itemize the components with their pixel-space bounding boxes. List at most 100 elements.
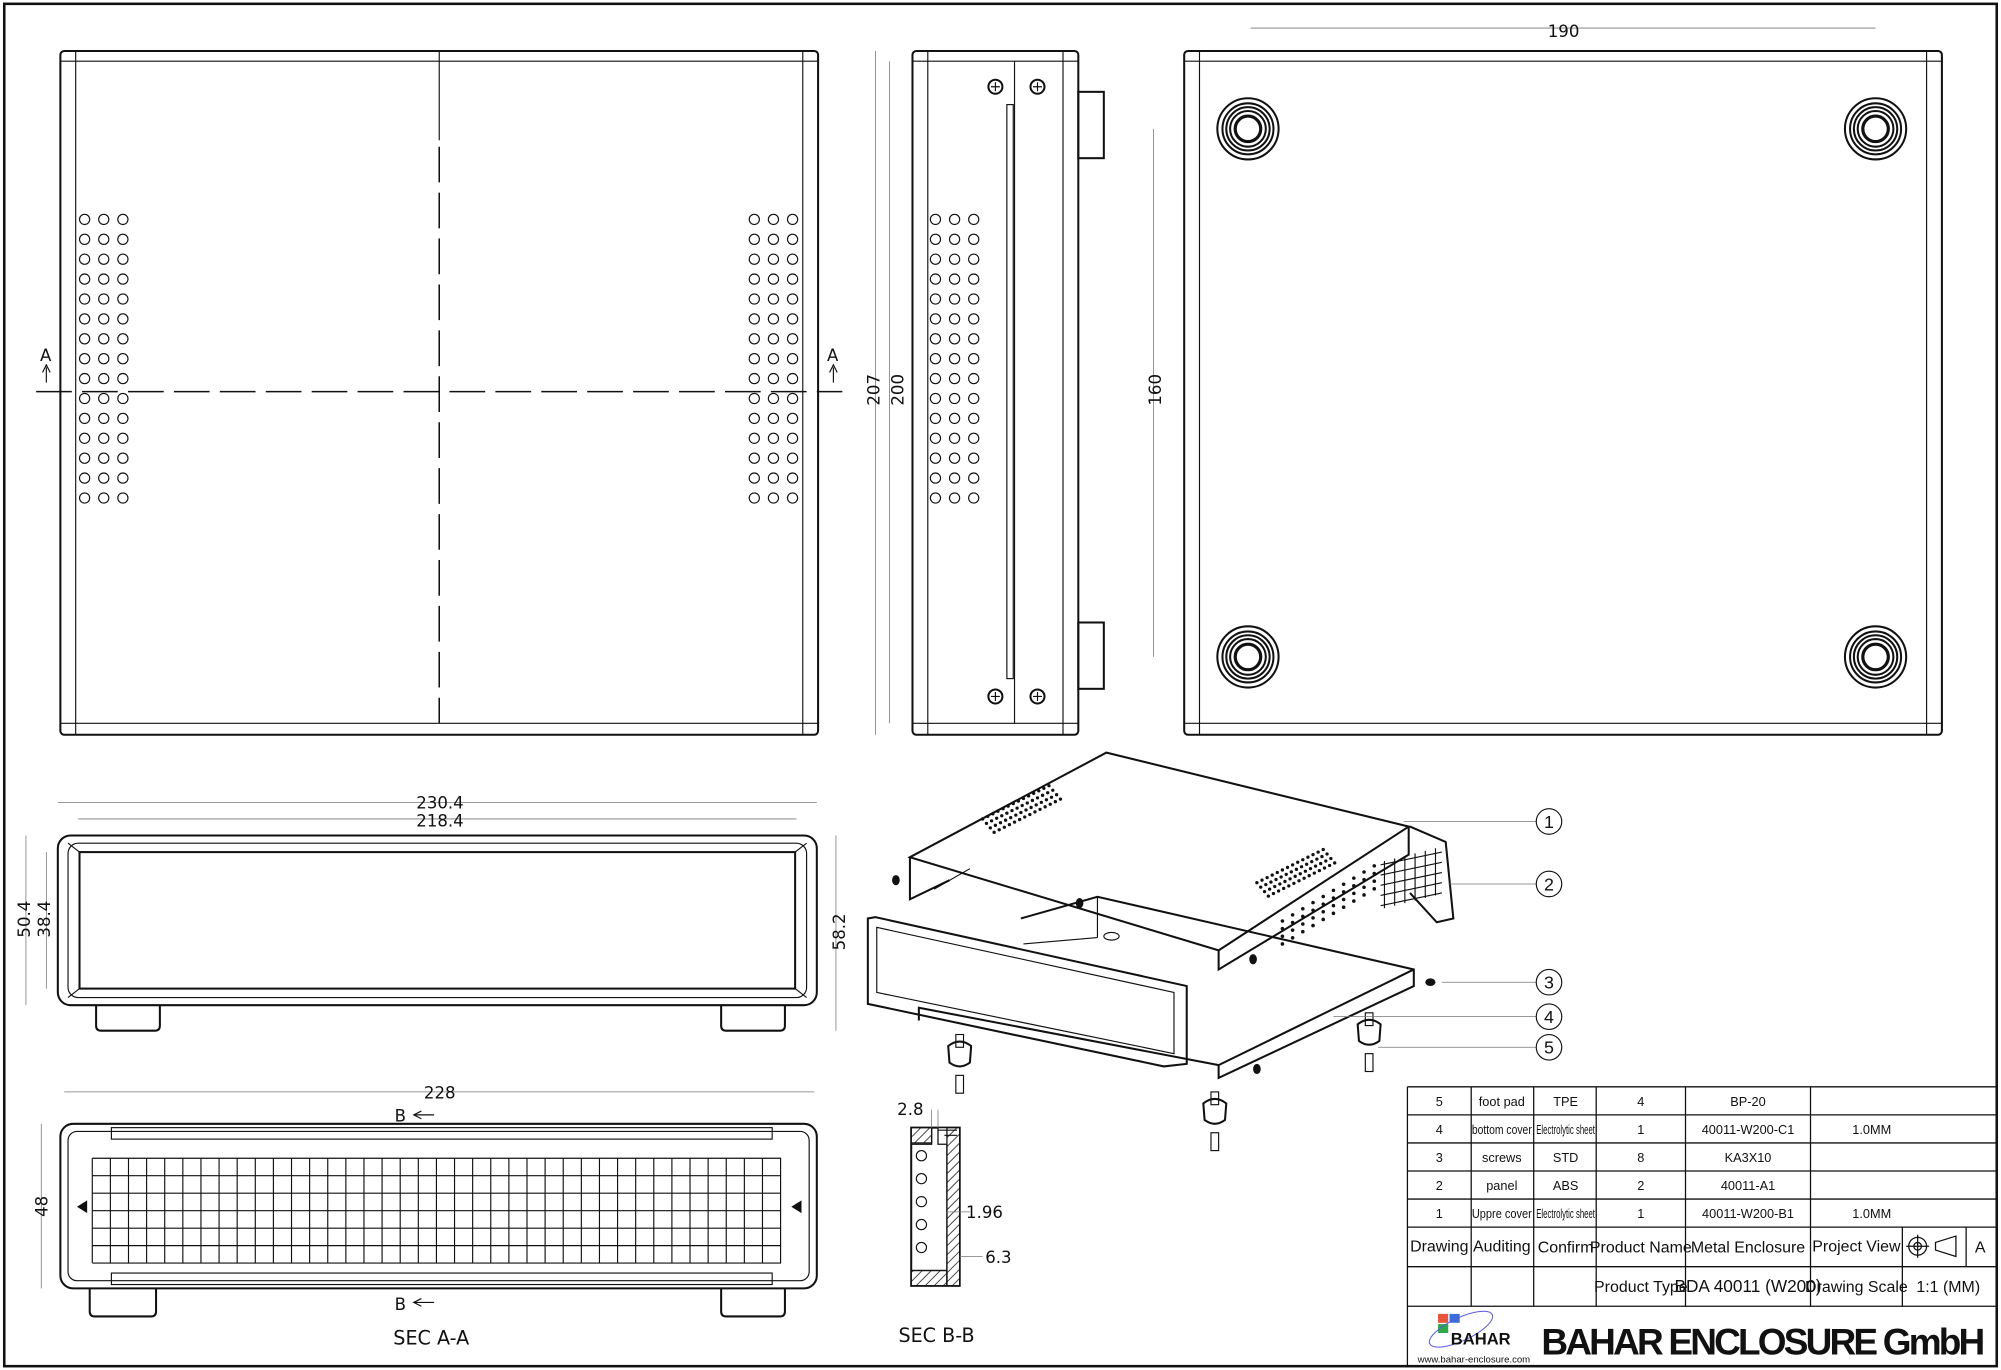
vent-hole [968, 472, 980, 484]
vent-hole [929, 313, 942, 325]
dim-bb-gap: 1.96 [966, 1203, 1003, 1222]
foot-pad [1216, 97, 1280, 161]
foot-pad [1225, 106, 1271, 152]
screw-icon [1364, 1053, 1374, 1073]
vent-hole [929, 452, 942, 464]
confirm-label: Confirm [1538, 1240, 1594, 1257]
vent-hole [748, 233, 760, 245]
vent-hole [968, 452, 980, 464]
vent-hole [767, 472, 780, 484]
section-marker-a-right: A [827, 346, 839, 365]
balloon-number: 5 [1544, 1038, 1554, 1058]
vent-hole [948, 452, 961, 464]
clip-icon [76, 1200, 88, 1214]
vent-hole [117, 213, 129, 226]
vent-hole [948, 472, 961, 484]
parts-cell-qty: 2 [1637, 1178, 1644, 1193]
vent-hole [748, 333, 760, 345]
vent-hole [786, 372, 799, 385]
balloon-number: 1 [1544, 812, 1554, 832]
dim-feet-width: 190 [1548, 22, 1580, 41]
vent-hole [767, 392, 780, 405]
vent-hole [748, 432, 760, 444]
parts-cell-code: 40011-W200-B1 [1702, 1206, 1794, 1221]
screw-icon [1029, 688, 1046, 705]
foot-pad-icon [1202, 1097, 1228, 1125]
auditing-label: Auditing [1473, 1238, 1531, 1255]
section-marker-b-bottom: B [395, 1295, 406, 1314]
vent-hole [968, 293, 980, 305]
parts-cell-name: foot pad [1479, 1094, 1525, 1109]
vent-hole [98, 333, 110, 345]
vent-hole [748, 412, 760, 425]
parts-cell-material: Electrolytic sheet [1536, 1122, 1595, 1137]
vent-hole [98, 253, 110, 265]
parts-cell-code: BP-20 [1730, 1094, 1765, 1109]
vent-hole [748, 273, 760, 285]
vent-hole [748, 472, 760, 484]
vent-hole [78, 432, 91, 444]
vent-hole [117, 293, 129, 305]
parts-cell-name: screws [1482, 1150, 1522, 1165]
foot-pad [1849, 630, 1903, 684]
balloon [1535, 870, 1563, 898]
product-name-value: Metal Enclosure [1691, 1240, 1805, 1257]
section-aa-label: SEC A-A [393, 1326, 469, 1349]
drawing-scale-value: 1:1 (MM) [1916, 1279, 1980, 1296]
screw-icon [955, 1074, 965, 1094]
vent-hole [98, 432, 110, 444]
vent-hole [929, 233, 942, 245]
company-logo: BAHAR www.bahar-enclosure.com [1417, 1310, 1530, 1365]
foot-pad [1233, 642, 1263, 672]
vent-hole [767, 353, 780, 365]
clip-icon [791, 1200, 802, 1214]
vent-hole [968, 372, 980, 385]
parts-cell-note: 1.0MM [1852, 1206, 1891, 1221]
slot [915, 1172, 928, 1185]
foot-pad-icon [1356, 1018, 1382, 1046]
first-angle-projection-icon [1906, 1234, 1957, 1258]
vent-hole [78, 452, 91, 464]
parts-cell-code: 40011-W200-C1 [1702, 1122, 1795, 1137]
balloon [1535, 808, 1563, 835]
balloon [1535, 1033, 1563, 1061]
vent-hole [748, 253, 760, 265]
vent-hole [98, 392, 110, 405]
balloon [1535, 968, 1563, 996]
vent-hole [968, 333, 980, 345]
vent-hole [78, 392, 91, 405]
foot-pad [1861, 114, 1890, 144]
vent-hole [748, 293, 760, 305]
vent-hole [767, 313, 780, 325]
foot-pad [1856, 109, 1895, 148]
vent-hole [968, 253, 980, 265]
parts-cell-name: bottom cover [1472, 1122, 1533, 1137]
slot [915, 1218, 928, 1231]
balloon [1535, 1003, 1563, 1030]
parts-cell-name: Uppre cover [1472, 1206, 1533, 1221]
drawing-scale-label: Drawing Scale [1805, 1279, 1908, 1296]
vent-hole [948, 313, 961, 325]
vent-hole [117, 452, 129, 464]
vent-hole [748, 313, 760, 325]
vent-hole [117, 233, 129, 245]
foot-pad [1843, 97, 1908, 161]
vent-hole [968, 432, 980, 444]
parts-cell-material: TPE [1553, 1094, 1578, 1109]
parts-cell-code: 40011-A1 [1721, 1178, 1775, 1193]
parts-cell-name: panel [1486, 1178, 1517, 1193]
dim-front-width-outer: 230.4 [416, 794, 463, 813]
vent-hole [767, 273, 780, 285]
vent-hole [968, 412, 980, 425]
section-bb-label: SEC B-B [898, 1324, 974, 1347]
vent-hole [117, 392, 129, 405]
vent-hole [948, 432, 961, 444]
top-view: A A [36, 50, 843, 736]
vent-hole [948, 253, 961, 265]
vent-hole [98, 313, 110, 325]
parts-cell-qty: 1 [1637, 1122, 1644, 1137]
vent-hole [98, 472, 110, 484]
vent-hole [117, 412, 129, 425]
